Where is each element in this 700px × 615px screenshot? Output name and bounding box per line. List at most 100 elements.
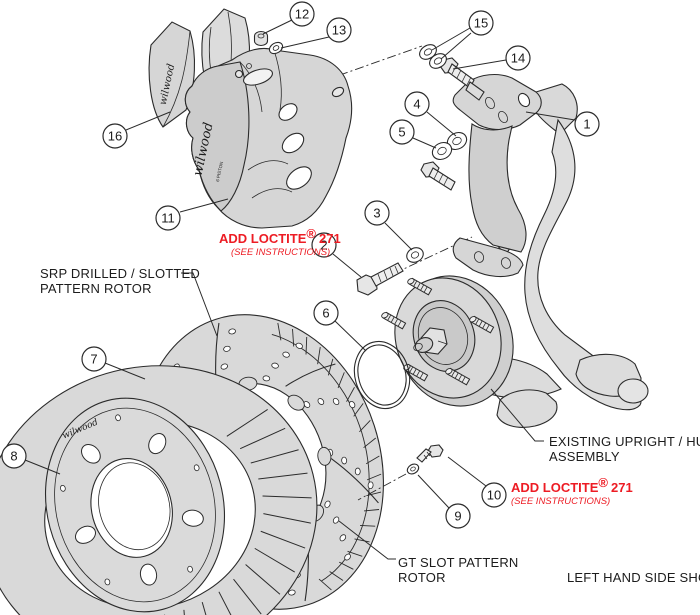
caliper-bracket-group	[419, 44, 542, 278]
stud-thread	[482, 322, 486, 329]
vane-line	[305, 337, 308, 355]
vane-line	[337, 372, 345, 389]
vane-line	[277, 322, 282, 341]
drill-hole	[367, 481, 374, 490]
bracket-ear-hole	[517, 92, 531, 108]
stud-thread	[454, 372, 459, 379]
gt-slot	[239, 427, 286, 450]
hex-bolt-2	[356, 262, 404, 296]
vane-line	[365, 455, 380, 465]
vane-line	[318, 578, 332, 591]
callout-15: 15	[468, 10, 494, 36]
callout-1: 1	[574, 111, 600, 137]
lug-hole	[74, 525, 96, 544]
callout-6: 6	[313, 300, 339, 326]
callout-5: 5	[389, 119, 415, 145]
svg-text:1: 1	[583, 117, 590, 132]
arm-end-knob	[617, 378, 649, 404]
callout-13: 13	[326, 17, 352, 43]
o-ring	[353, 340, 411, 410]
hat-bolt-hole	[187, 565, 193, 573]
stud-end	[445, 368, 453, 375]
crossover-fitting	[331, 86, 345, 98]
lug-hole	[181, 509, 204, 527]
stud-thread	[397, 320, 402, 327]
vane-line	[317, 346, 321, 365]
vane-line	[353, 403, 364, 417]
gt-slot	[250, 449, 299, 464]
stud-end	[469, 316, 477, 323]
rotor-slot	[285, 363, 336, 387]
bleed-screw	[246, 63, 252, 69]
vane-line	[329, 571, 344, 581]
label-existing-upright-line1: EXISTING UPRIGHT / HUB	[549, 434, 700, 449]
pad-slot-opening	[243, 68, 273, 86]
hat-bolt-hole	[115, 414, 121, 422]
bracket-foot-hole	[500, 257, 512, 269]
svg-text:13: 13	[332, 23, 346, 38]
svg-text:12: 12	[295, 7, 309, 22]
stud-thread	[485, 324, 490, 331]
bracket-body	[468, 123, 527, 253]
label-gt-rotor-line2: ROTOR	[398, 570, 446, 585]
stud-thread	[409, 366, 413, 373]
caliper-piston-label: 6 PISTON	[215, 161, 224, 182]
stud-thread	[413, 280, 417, 287]
bracket-slot-hole	[485, 96, 495, 110]
gt-slot	[226, 409, 268, 437]
washer-3	[406, 247, 424, 263]
drill-hole	[332, 516, 340, 524]
svg-text:6: 6	[322, 306, 329, 321]
rotor-slot	[330, 458, 379, 504]
rotor-vane-band	[271, 322, 382, 591]
label-loctite-lower: ADD LOCTITE®271	[511, 475, 633, 495]
pad-back	[148, 21, 196, 128]
bracket-foot-hole	[473, 251, 485, 263]
drill-hole	[324, 500, 331, 508]
callout-9: 9	[445, 503, 471, 529]
label-existing-upright-line2: ASSEMBLY	[549, 449, 620, 464]
vane-band-edge	[271, 333, 370, 582]
vane-line	[292, 328, 295, 347]
vane-line	[366, 491, 382, 497]
callout-16: 16	[102, 123, 128, 149]
drill-hole	[317, 398, 325, 405]
svg-text:10: 10	[487, 488, 501, 503]
bridge-window	[286, 166, 312, 190]
gt-slot	[245, 564, 281, 595]
gt-slot	[258, 472, 308, 480]
gt-slot	[263, 513, 311, 524]
stud-thread	[451, 370, 455, 377]
drill-hole	[282, 351, 290, 358]
label-srp-rotor-line1: SRP DRILLED / SLOTTED	[40, 266, 200, 281]
drill-hole	[354, 467, 361, 476]
label-srp-rotor-line2: PATTERN ROTOR	[40, 281, 152, 296]
callout-11: 11	[155, 205, 181, 231]
mount-bolt-lower	[420, 161, 456, 191]
stud-thread	[416, 370, 420, 377]
callout-14: 14	[505, 45, 531, 71]
drill-hole	[332, 397, 340, 406]
label-gt-rotor-line1: GT SLOT PATTERN	[398, 555, 519, 570]
hat-center-hole	[90, 458, 173, 558]
vane-line	[366, 473, 382, 481]
bolt-head	[356, 274, 378, 296]
hat-bolt-hole	[104, 578, 111, 586]
caliper: wilwood 6 PISTON	[184, 47, 353, 229]
svg-text:8: 8	[10, 449, 17, 464]
label-loctite-upper-note: (SEE INSTRUCTIONS)	[231, 247, 330, 258]
vane-line	[354, 538, 370, 543]
vane-line	[338, 561, 354, 570]
drill-hole	[223, 345, 231, 352]
callouts: 1 2 3 4 5 6 7 8 9 10 11 12 13 14 15 16	[1, 1, 600, 529]
hat-flange-ring	[54, 407, 216, 603]
callout-3: 3	[364, 200, 390, 226]
svg-text:11: 11	[161, 211, 175, 226]
callout-10: 10	[481, 482, 507, 508]
drill-hole	[288, 589, 296, 596]
hat-bolt-hole	[60, 484, 66, 492]
drill-hole	[228, 328, 236, 335]
stud-thread	[394, 318, 398, 325]
